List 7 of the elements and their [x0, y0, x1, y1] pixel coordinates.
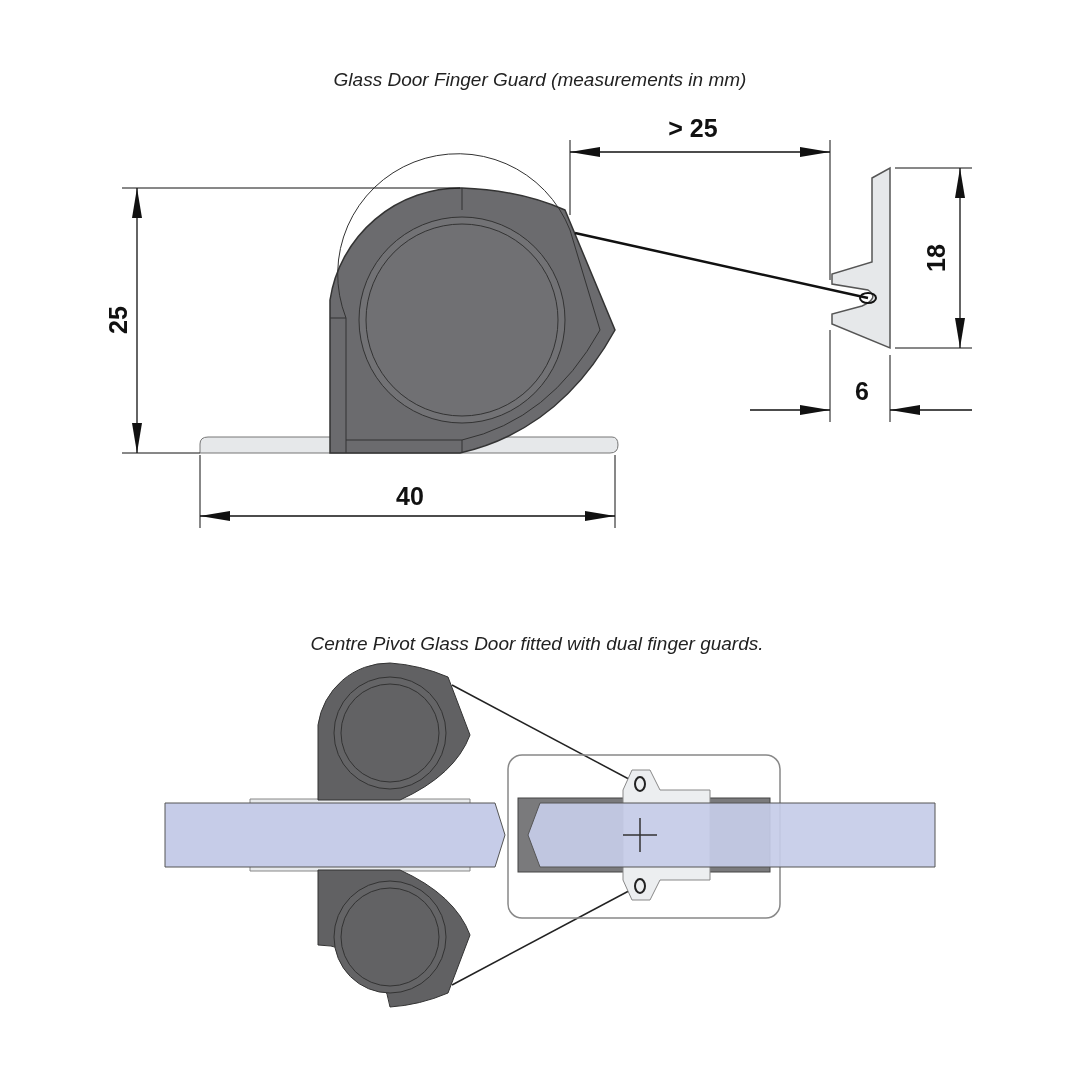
diagram-title: Glass Door Finger Guard (measurements in mm) — [333, 69, 747, 91]
dimension-label: 25 — [103, 306, 133, 334]
dimension-label: 18 — [921, 244, 951, 272]
caption: Centre Pivot Glass Door fitted with dual finger guards. — [310, 633, 764, 655]
dimension-label: 40 — [396, 481, 424, 511]
dimension-label: 6 — [855, 376, 869, 406]
dimension-label: > 25 — [668, 113, 718, 143]
